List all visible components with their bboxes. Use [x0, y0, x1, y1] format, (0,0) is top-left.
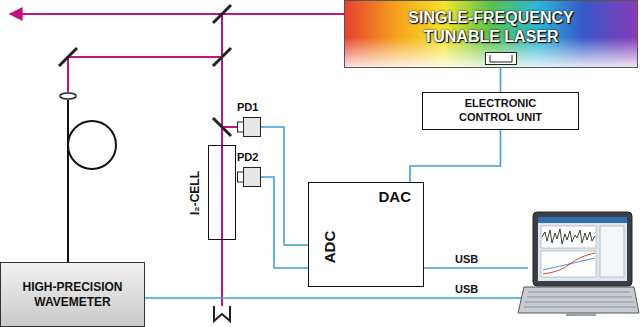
node-label: PD2 [237, 151, 258, 163]
laptop-front-edge [566, 313, 596, 316]
photodiode: PD2 [237, 166, 261, 188]
control-unit-box: ELECTRONIC CONTROL UNIT [422, 92, 579, 130]
converter-box: ADC DAC [308, 182, 424, 287]
node-label: I₂-CELL [188, 171, 202, 215]
beam-splitter [213, 118, 231, 136]
plot-panel [541, 226, 596, 248]
laser-beam [68, 57, 222, 92]
usb-cable [424, 267, 528, 269]
laptop-screen [538, 217, 627, 281]
signal-wire [410, 130, 501, 182]
signal-wire [500, 68, 502, 92]
node-label: SINGLE-FREQUENCY TUNABLE LASER [391, 8, 591, 46]
photodiode: PD1 [237, 116, 261, 138]
iodine-cell: I₂-CELL [208, 145, 236, 240]
photodiode-icon [237, 166, 261, 188]
photodiode-icon [237, 116, 261, 138]
usb-cable [137, 297, 528, 299]
window-title-bar [538, 217, 627, 223]
signal-wire [261, 177, 308, 268]
node-label: ELECTRONIC CONTROL UNIT [445, 97, 557, 125]
photodiode-body [244, 118, 261, 137]
fiber-loop [68, 121, 116, 169]
laptop-screen-frame [533, 212, 632, 286]
photodiode-body [244, 168, 261, 187]
laser-box: SINGLE-FREQUENCY TUNABLE LASER [344, 0, 638, 68]
mirror [59, 48, 77, 66]
control-panel [600, 226, 624, 277]
beam-splitter [213, 5, 231, 23]
interface-label: USB [455, 253, 478, 265]
plot-panel [541, 251, 596, 277]
plot-curve [543, 253, 595, 274]
node-label: DAC [379, 188, 412, 205]
plot-curve [543, 258, 595, 270]
interface-label: USB [455, 283, 478, 295]
signal-trace [542, 229, 595, 244]
window-bracket [490, 55, 512, 62]
window-frame [486, 53, 517, 65]
photodiode-window [238, 122, 244, 132]
node-label: HIGH-PRECISION WAVEMETER [1, 280, 144, 310]
wavemeter-box: HIGH-PRECISION WAVEMETER [0, 262, 145, 327]
mirror [213, 48, 231, 66]
laser-beam [10, 13, 344, 15]
coupling-lens [60, 93, 76, 99]
keyboard-rows [524, 292, 636, 307]
optical-fiber [67, 100, 69, 262]
photodiode-window [238, 172, 244, 182]
laser-output-window [485, 52, 517, 65]
signal-wire [261, 127, 308, 245]
laptop-base [518, 287, 639, 313]
node-label: PD1 [237, 101, 258, 113]
beam-dump [214, 306, 230, 321]
node-label: ADC [321, 231, 338, 264]
laptop-icon [518, 212, 639, 316]
